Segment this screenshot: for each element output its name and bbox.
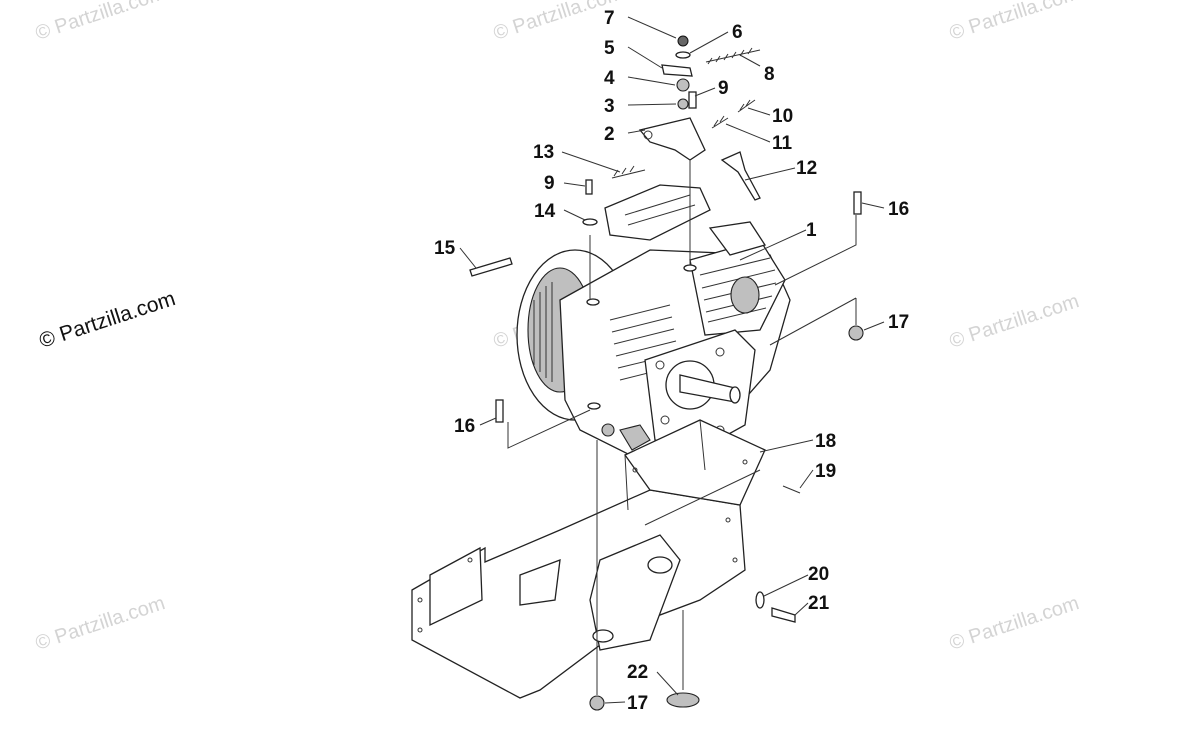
watermark-tile: © Partzilla.com <box>33 592 168 655</box>
callout-5[interactable]: 5 <box>604 38 615 59</box>
spring-13 <box>611 165 646 179</box>
fuel-line-12 <box>720 151 761 201</box>
bolt-16a <box>853 191 862 215</box>
callout-15[interactable]: 15 <box>434 238 456 259</box>
air-cleaner-cover <box>604 184 711 241</box>
callouts: 7 6 5 8 4 9 3 10 2 11 13 12 9 16 14 1 15… <box>434 8 909 714</box>
callout-16b[interactable]: 16 <box>454 416 475 437</box>
nut-17a <box>848 325 864 341</box>
spark-plug-boss <box>730 276 760 314</box>
callout-2[interactable]: 2 <box>604 124 615 145</box>
callout-6[interactable]: 6 <box>732 22 743 43</box>
callout-3[interactable]: 3 <box>604 96 615 117</box>
callout-7[interactable]: 7 <box>604 8 615 29</box>
watermark-tile: © Partzilla.com <box>947 0 1082 45</box>
spring-10 <box>737 99 756 113</box>
callout-21[interactable]: 21 <box>808 593 830 614</box>
spring-8 <box>705 47 761 65</box>
bolt-9b <box>585 179 593 195</box>
washer-6 <box>675 51 691 59</box>
callout-13[interactable]: 13 <box>533 142 554 163</box>
bolt-16b <box>495 399 504 423</box>
spring-11 <box>711 115 729 129</box>
watermark-tile: © Partzilla.com <box>33 0 168 45</box>
nut-7 <box>677 35 689 47</box>
callout-10[interactable]: 10 <box>772 106 793 127</box>
leader-lines <box>459 16 885 704</box>
spring-15 <box>469 257 513 277</box>
callout-16[interactable]: 16 <box>888 199 909 220</box>
grommet-22 <box>666 692 700 708</box>
engine-mount-plate <box>411 419 766 699</box>
engine-assembly <box>516 221 791 456</box>
mount-plate-left-flange <box>429 546 483 627</box>
mount-plate-rear-flange <box>624 419 766 506</box>
nut-17b <box>589 695 605 711</box>
bushing-4 <box>676 78 690 92</box>
spacer-3 <box>677 98 689 110</box>
washer-20 <box>755 591 765 609</box>
callout-9[interactable]: 9 <box>718 78 729 99</box>
callout-11[interactable]: 11 <box>772 133 793 154</box>
callout-20[interactable]: 20 <box>808 564 829 585</box>
bolt-21 <box>771 607 796 623</box>
lever-5 <box>661 64 693 77</box>
callout-9b[interactable]: 9 <box>544 173 555 194</box>
drain-plug <box>601 423 615 437</box>
callout-17b[interactable]: 17 <box>627 693 648 714</box>
callout-22[interactable]: 22 <box>627 662 648 683</box>
callout-18[interactable]: 18 <box>815 431 836 452</box>
callout-17[interactable]: 17 <box>888 312 909 333</box>
bolt-9a <box>688 91 697 109</box>
carburetor <box>708 221 767 256</box>
callout-8[interactable]: 8 <box>764 64 775 85</box>
washer-14 <box>582 218 598 226</box>
pin-19 <box>782 485 801 494</box>
callout-4[interactable]: 4 <box>604 68 615 89</box>
oil-fill-cap <box>619 424 651 451</box>
watermark-main: © Partzilla.com <box>36 287 178 353</box>
callout-1[interactable]: 1 <box>806 220 817 241</box>
watermark-tile: © Partzilla.com <box>947 592 1082 655</box>
watermark-tile: © Partzilla.com <box>947 290 1082 353</box>
callout-12[interactable]: 12 <box>796 158 817 179</box>
callout-19[interactable]: 19 <box>815 461 836 482</box>
callout-14[interactable]: 14 <box>534 201 556 222</box>
